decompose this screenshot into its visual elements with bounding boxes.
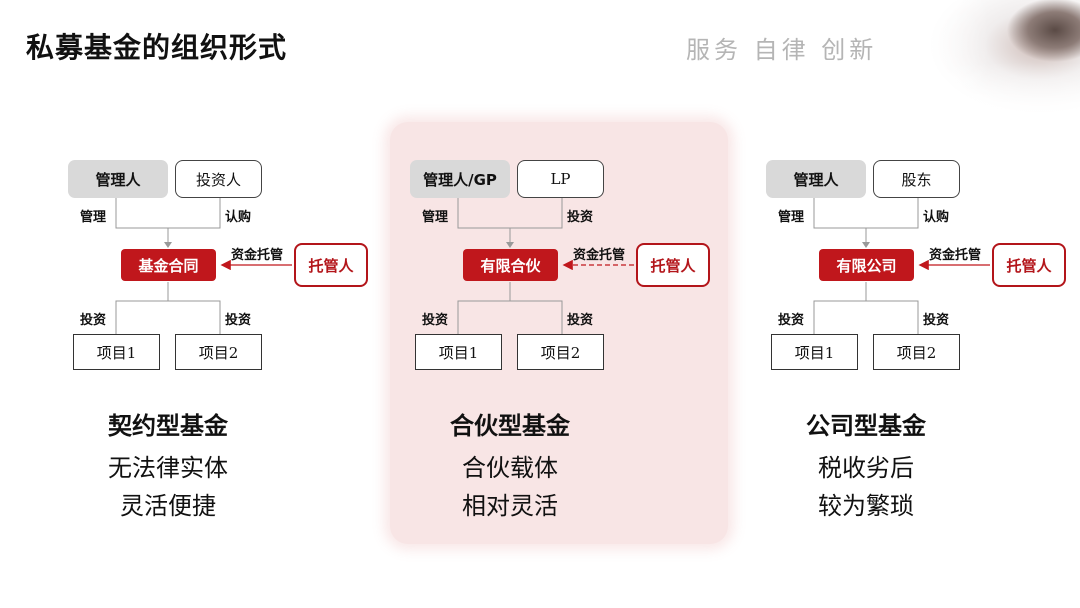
partnership-fund-diagram: 管理人/GP LP 管理 投资 有限合伙 资金托管 托管人 投资 投资 项目1 … [410,158,710,538]
invest-label-right: 投资 [225,313,252,328]
project1-box: 项目1 [415,334,502,370]
invest-label-right: 投资 [923,313,950,328]
fund-desc-line2: 较为繁琐 [818,492,914,520]
invest-label-right: 投资 [567,313,594,328]
contract-fund-diagram: 管理人 投资人 管理 认购 基金合同 资金托管 托管人 投资 投资 项目1 项目… [68,158,368,538]
investor-box: 股东 [873,160,960,198]
company-fund-connectors [813,198,990,334]
entity-box: 有限合伙 [463,249,558,281]
entity-box: 有限公司 [819,249,914,281]
subscribe-label: 认购 [923,210,950,225]
company-fund-diagram: 管理人 股东 管理 认购 有限公司 资金托管 托管人 投资 投资 项目1 项目2… [766,158,1066,538]
fund-desc-line2: 相对灵活 [462,492,558,520]
fund-desc-line1: 税收劣后 [818,454,914,482]
manager-box: 管理人 [766,160,866,198]
slogan: 服务 自律 创新 [686,36,878,64]
manage-label: 管理 [80,210,107,225]
custody-label: 资金托管 [929,248,982,263]
project2-box: 项目2 [175,334,262,370]
partnership-fund-connectors [457,198,634,334]
project2-box: 项目2 [517,334,604,370]
project2-box: 项目2 [873,334,960,370]
subscribe-label: 投资 [567,210,594,225]
fund-type-title: 公司型基金 [806,412,926,440]
invest-label-left: 投资 [422,313,449,328]
invest-label-left: 投资 [778,313,805,328]
custodian-box: 托管人 [294,243,368,287]
fund-type-title: 合伙型基金 [450,412,570,440]
manager-box: 管理人 [68,160,168,198]
project1-box: 项目1 [73,334,160,370]
investor-box: LP [517,160,604,198]
fund-desc-line1: 合伙载体 [462,454,558,482]
fund-desc-line1: 无法律实体 [108,454,228,482]
manage-label: 管理 [422,210,449,225]
project1-box: 项目1 [771,334,858,370]
corner-photo-fade [880,0,1080,125]
invest-label-left: 投资 [80,313,107,328]
fund-type-title: 契约型基金 [108,412,228,440]
fund-desc-line2: 灵活便捷 [120,492,216,520]
investor-box: 投资人 [175,160,262,198]
manage-label: 管理 [778,210,805,225]
custodian-box: 托管人 [636,243,710,287]
subscribe-label: 认购 [225,210,252,225]
custodian-box: 托管人 [992,243,1066,287]
contract-fund-connectors [115,198,292,334]
entity-box: 基金合同 [121,249,216,281]
manager-box: 管理人/GP [410,160,510,198]
custody-label: 资金托管 [231,248,284,263]
page-title: 私募基金的组织形式 [26,31,288,64]
custody-label: 资金托管 [573,248,626,263]
